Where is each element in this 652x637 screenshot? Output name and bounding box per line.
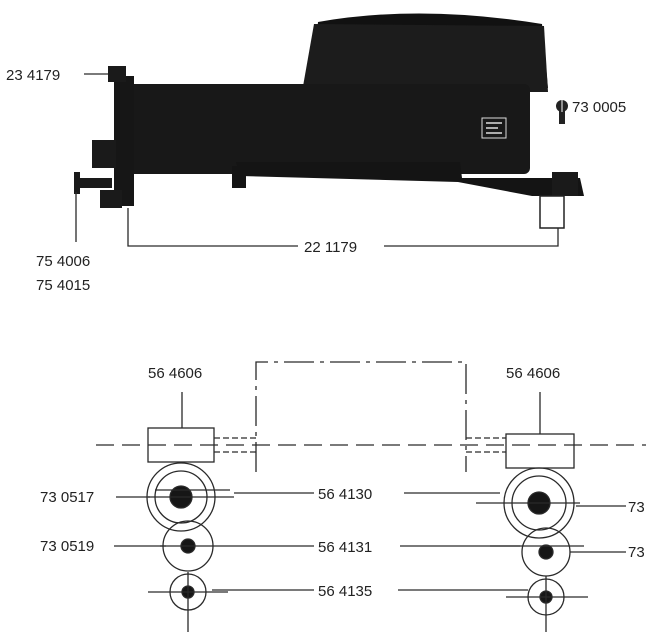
part-label-right-56-4606: 56 4606	[506, 365, 560, 382]
front-plate	[114, 76, 134, 206]
part-label-23-4179: 23 4179	[6, 67, 60, 84]
part-label-left-56-4606: 56 4606	[148, 365, 202, 382]
boiler-body	[128, 84, 530, 174]
top-leader-lines	[75, 73, 559, 247]
dashed-frame-outline	[255, 361, 467, 472]
part-label-22-1179: 22 1179	[304, 239, 357, 256]
part-label-75-4006: 75 4006	[36, 253, 90, 270]
part-label-56-4131: 56 4131	[318, 539, 372, 556]
wheel-schematic	[96, 361, 646, 632]
tender-body-illustration	[74, 13, 584, 229]
rear-step	[232, 166, 246, 188]
buffer-beam	[92, 140, 116, 168]
part-label-56-4130: 56 4130	[318, 486, 372, 503]
rear-bracket	[539, 195, 565, 229]
tender-hood	[302, 24, 548, 92]
part-label-row2-right: 73	[628, 544, 645, 561]
frame-skirt	[236, 162, 584, 196]
part-label-75-4015: 75 4015	[36, 277, 90, 294]
left-bearing-block	[147, 427, 215, 463]
part-label-73-0517: 73 0517	[40, 489, 94, 506]
right-wheel-medium	[521, 527, 571, 577]
part-label-56-4135: 56 4135	[318, 583, 372, 600]
screw-icon	[556, 100, 568, 124]
cap-fitting	[108, 66, 126, 82]
right-bearing-block	[505, 433, 575, 469]
buffer-shaft	[78, 178, 112, 188]
rear-coupler	[552, 172, 578, 196]
part-label-row1-right: 73	[628, 499, 645, 516]
logo-mark	[481, 117, 507, 139]
part-label-73-0519: 73 0519	[40, 538, 94, 555]
buffer-head	[74, 172, 80, 194]
coupler-block	[100, 190, 122, 208]
part-label-73-0005: 73 0005	[572, 99, 626, 116]
